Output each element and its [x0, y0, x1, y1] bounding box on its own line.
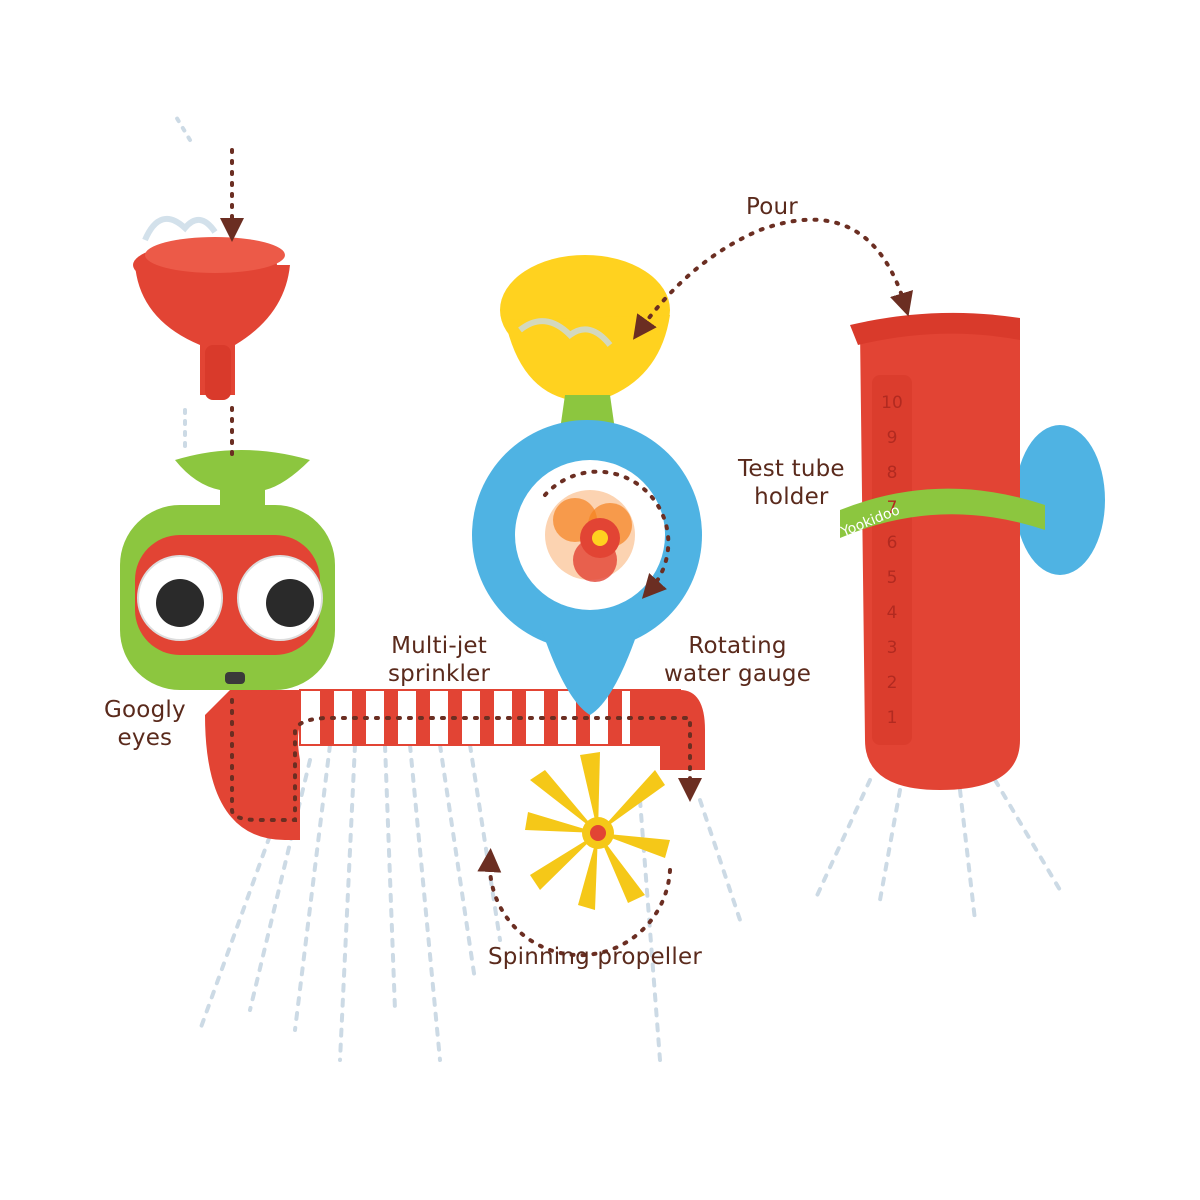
- arrow-pipe-path: [230, 698, 702, 822]
- label-line: eyes: [117, 725, 173, 751]
- scale-mark: 5: [887, 568, 898, 588]
- scale-mark: 1: [887, 708, 898, 728]
- scale-mark: 4: [887, 603, 898, 623]
- label-spinning-propeller: Spinning propeller: [488, 943, 702, 971]
- arrow-propeller-circle: [477, 848, 672, 958]
- label-rotating-water-gauge: Rotating water gauge: [664, 632, 811, 688]
- label-line: holder: [754, 484, 829, 510]
- gauge-flower: [545, 490, 635, 582]
- label-pour: Pour: [746, 193, 798, 221]
- tube-scale: 10 9 8 7 6 5 4 3 2 1: [881, 393, 903, 728]
- scale-mark: 3: [887, 638, 898, 658]
- label-line: Multi-jet: [391, 633, 487, 659]
- test-tube: [840, 312, 1105, 790]
- label-line: Rotating: [688, 633, 787, 659]
- scale-mark: 7: [887, 498, 898, 518]
- label-multi-jet-sprinkler: Multi-jet sprinkler: [388, 632, 490, 688]
- label-line: water gauge: [664, 661, 812, 687]
- spinning-propeller: [525, 752, 670, 910]
- label-spinning-propeller-text: Spinning propeller: [488, 944, 702, 970]
- arrow-gauge-circle: [543, 469, 671, 599]
- scale-mark: 8: [887, 463, 898, 483]
- scale-mark: 9: [887, 428, 898, 448]
- dotted-arrows: [220, 148, 913, 958]
- arrow-pour-to-funnel: [633, 217, 913, 340]
- red-funnel: [133, 215, 290, 400]
- label-line: Test tube: [738, 456, 845, 482]
- scale-mark: 2: [887, 673, 898, 693]
- googly-eyes-unit: [120, 450, 335, 690]
- sprinkler-pipe: [205, 689, 705, 840]
- label-pour-text: Pour: [746, 194, 798, 220]
- scale-mark: 10: [881, 393, 903, 413]
- label-line: sprinkler: [388, 661, 491, 687]
- label-line: Googly: [104, 697, 186, 723]
- scale-mark: 6: [887, 533, 898, 553]
- label-test-tube-holder: Test tube holder: [738, 455, 845, 511]
- label-googly-eyes: Googly eyes: [104, 696, 186, 752]
